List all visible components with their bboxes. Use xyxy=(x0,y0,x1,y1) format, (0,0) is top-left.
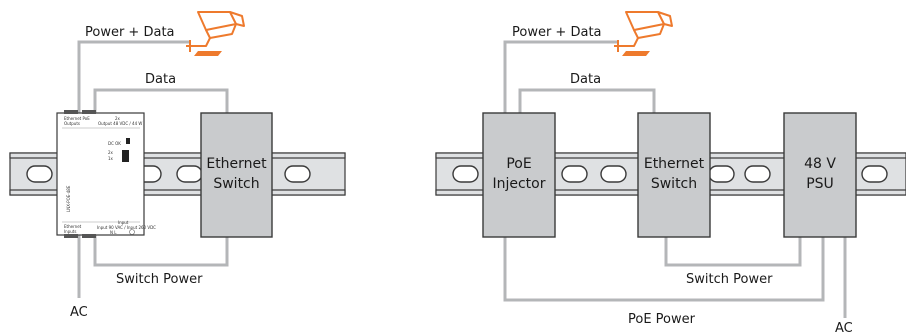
label-ac-left: AC xyxy=(70,305,88,320)
label-power-data-right: Power + Data xyxy=(512,25,602,40)
data-wire xyxy=(93,88,229,113)
rail-slot xyxy=(452,165,479,183)
switch-power-wire xyxy=(664,237,802,267)
switch-label-line1: Ethernet xyxy=(644,156,705,172)
rail-slot xyxy=(26,165,53,183)
module-label-inputs: Ethernet xyxy=(64,224,82,229)
module-terminal xyxy=(129,229,135,235)
wires-right xyxy=(503,40,847,318)
rail-slot xyxy=(284,165,311,183)
module-label-inputs-2: Inputs xyxy=(64,229,76,234)
label-power-data-left: Power + Data xyxy=(85,25,175,40)
label-switch-power-left: Switch Power xyxy=(116,272,203,287)
injector-label-line1: PoE xyxy=(506,156,531,172)
module-label-2x: 2x xyxy=(108,150,114,155)
module-label-input: Input xyxy=(118,220,129,225)
ethernet-switch-right: Ethernet Switch xyxy=(637,112,711,238)
label-poe-power: PoE Power xyxy=(628,312,696,327)
module-label-nl: N L xyxy=(110,230,117,235)
security-camera-icon xyxy=(186,11,245,56)
module-switch-icon xyxy=(122,150,129,162)
switch-label-line2: Switch xyxy=(213,176,259,192)
switch-power-wire xyxy=(93,235,229,267)
injector-label-line2: Injector xyxy=(492,176,545,192)
rail-slot xyxy=(708,165,735,183)
rail-slot xyxy=(861,165,888,183)
poe-power-wire xyxy=(503,237,825,302)
power-data-wire xyxy=(77,40,190,113)
left-diagram: Ethernet PoE Outputs 2x Output 48 VDC / … xyxy=(9,11,346,320)
data-wire xyxy=(518,88,656,113)
switch-label-line2: Switch xyxy=(651,176,697,192)
poe-module: Ethernet PoE Outputs 2x Output 48 VDC / … xyxy=(56,110,156,238)
rail-slot xyxy=(176,165,203,183)
wires-left xyxy=(77,40,229,298)
module-label-outputs: Ethernet PoE xyxy=(64,116,90,121)
module-label-input-spec: Input 90 VAC / Input 260 VDC xyxy=(97,225,156,230)
switch-label-line1: Ethernet xyxy=(206,156,267,172)
right-diagram: PoE Injector Ethernet Switch 48 V PSU xyxy=(435,11,906,335)
module-side-label: LNX-POE-48E xyxy=(66,185,71,212)
psu-box: 48 V PSU xyxy=(783,112,857,238)
rail-slot xyxy=(561,165,588,183)
module-label-dcok: DC OK xyxy=(108,141,121,146)
label-ac-right: AC xyxy=(835,321,853,335)
ethernet-switch-left: Ethernet Switch xyxy=(200,112,273,238)
module-label-out-count: 2x xyxy=(115,116,121,121)
psu-label-line1: 48 V xyxy=(804,156,836,172)
security-camera-icon xyxy=(614,11,673,56)
rail-slot xyxy=(744,165,771,183)
rail-slot xyxy=(600,165,627,183)
module-label-outputs-2: Outputs xyxy=(64,121,80,126)
module-label-out-spec: Output 48 VDC / 44 W xyxy=(98,121,142,126)
psu-label-line2: PSU xyxy=(806,176,834,192)
camera-base-accent xyxy=(194,51,222,56)
power-data-wire xyxy=(503,40,618,113)
label-data-right: Data xyxy=(570,72,601,87)
poe-injector-box: PoE Injector xyxy=(482,112,556,238)
module-label-1x: 1x xyxy=(108,156,114,161)
camera-base-accent xyxy=(622,51,650,56)
label-data-left: Data xyxy=(145,72,176,87)
label-switch-power-right: Switch Power xyxy=(686,272,773,287)
